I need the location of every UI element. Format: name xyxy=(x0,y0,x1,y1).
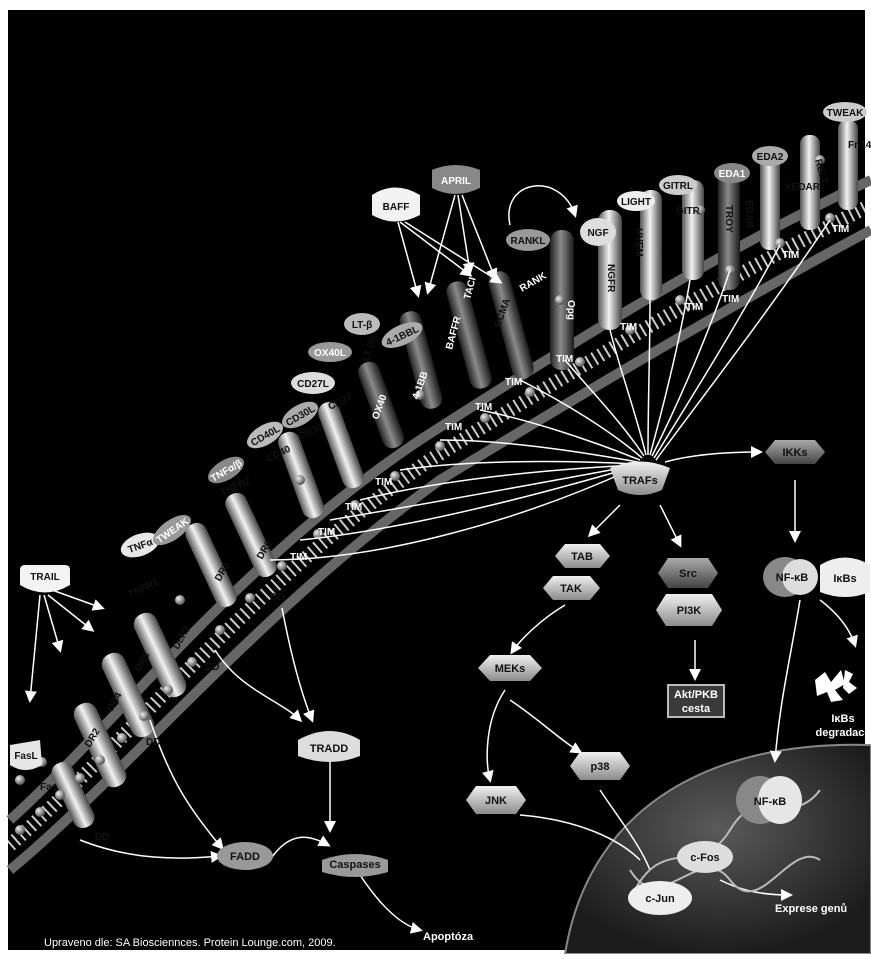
svg-text:GITRL: GITRL xyxy=(663,181,693,192)
svg-text:c-Jun: c-Jun xyxy=(645,893,675,905)
ligand-light: LIGHT xyxy=(617,191,655,211)
ligand-rankl: RANKL xyxy=(506,229,550,251)
node-tab: TAB xyxy=(555,544,610,568)
svg-text:TRAIL: TRAIL xyxy=(30,572,59,583)
node-tradd: TRADD xyxy=(298,731,360,762)
receptor-troy: TROY xyxy=(723,205,734,233)
svg-text:Akt/PKB: Akt/PKB xyxy=(674,689,718,701)
domain-dd: DD xyxy=(95,832,109,843)
node-fadd: FADD xyxy=(217,842,273,870)
svg-text:FasL: FasL xyxy=(14,751,37,762)
svg-text:p38: p38 xyxy=(591,761,610,773)
ligand-eda1: EDA1 xyxy=(714,163,750,183)
domain-tim: TIM xyxy=(345,502,362,513)
svg-text:RANKL: RANKL xyxy=(511,236,546,247)
ligand-cd27l: CD27L xyxy=(291,372,335,394)
svg-text:TRADD: TRADD xyxy=(310,743,349,755)
node-p38: p38 xyxy=(570,752,630,780)
node-akt-pathway: Akt/PKB cesta xyxy=(668,685,724,717)
ligand-tweak-right: TWEAK xyxy=(823,102,867,122)
svg-text:TAK: TAK xyxy=(560,583,582,595)
svg-text:OX40L: OX40L xyxy=(314,348,346,359)
svg-text:degradace: degradace xyxy=(815,727,870,739)
domain-tim: TIM xyxy=(375,477,392,488)
domain-dd: DD xyxy=(205,662,219,673)
svg-text:NGF: NGF xyxy=(587,228,608,239)
svg-text:Src: Src xyxy=(679,568,697,580)
svg-text:TAB: TAB xyxy=(571,551,593,563)
apoptosis-label: Apoptóza xyxy=(423,931,474,943)
svg-text:TRAFs: TRAFs xyxy=(622,475,657,487)
svg-text:JNK: JNK xyxy=(485,795,507,807)
svg-text:IKKs: IKKs xyxy=(782,447,807,459)
node-meks: MEKs xyxy=(478,655,542,681)
ligand-fasl: FasL xyxy=(10,740,42,770)
svg-text:IκBs: IκBs xyxy=(833,573,856,585)
svg-text:EDA2: EDA2 xyxy=(757,152,784,163)
domain-tim: TIM xyxy=(318,527,335,538)
domain-tim: TIM xyxy=(782,250,799,261)
ligand-trail: TRAIL xyxy=(20,565,70,593)
node-cjun: c-Jun xyxy=(628,881,692,915)
node-ikks: IKKs xyxy=(765,440,825,464)
node-tak: TAK xyxy=(543,576,600,600)
node-pi3k: PI3K xyxy=(656,594,722,626)
svg-text:c-Fos: c-Fos xyxy=(690,852,719,864)
node-jnk: JNK xyxy=(466,786,526,814)
receptor-xedar: XEDAR xyxy=(785,182,821,193)
node-ikbs: IκBs xyxy=(820,558,870,598)
receptor-edar: EDAR xyxy=(743,200,754,229)
source-caption: Upraveno dle: SA Biosciennces. Protein L… xyxy=(44,937,336,949)
node-src: Src xyxy=(658,558,718,588)
receptor-gitr: GITR xyxy=(676,206,701,217)
ligand-ox40l: OX40L xyxy=(308,342,352,362)
domain-tim: TIM xyxy=(475,402,492,413)
node-caspases: Caspases xyxy=(322,854,388,877)
svg-text:NF-κB: NF-κB xyxy=(776,572,808,584)
domain-tim: TIM xyxy=(722,294,739,305)
gene-expression-label: Exprese genů xyxy=(775,903,847,915)
svg-text:PI3K: PI3K xyxy=(677,605,702,617)
ligand-baff: BAFF xyxy=(372,188,420,222)
receptor-opg: Opg xyxy=(565,300,576,320)
node-nfkb: NF-κB xyxy=(763,557,818,597)
svg-text:Caspases: Caspases xyxy=(329,859,380,871)
ligand-april: APRIL xyxy=(432,165,480,194)
ligand-gitrl: GITRL xyxy=(659,175,697,195)
domain-tim: TIM xyxy=(445,422,462,433)
svg-text:cesta: cesta xyxy=(682,703,711,715)
receptor-fn14: Fn14 xyxy=(848,140,871,151)
domain-tim: TIM xyxy=(620,322,637,333)
node-trafs: TRAFs xyxy=(610,462,670,496)
domain-dd: DD xyxy=(146,737,160,748)
svg-text:APRIL: APRIL xyxy=(441,176,471,187)
receptor-fas: Fas xyxy=(40,782,58,793)
svg-text:MEKs: MEKs xyxy=(495,663,526,675)
svg-text:LT-β: LT-β xyxy=(352,320,372,331)
svg-text:TWEAK: TWEAK xyxy=(827,108,864,119)
node-cfos: c-Fos xyxy=(677,841,733,873)
domain-tim: TIM xyxy=(556,354,573,365)
domain-tim: TIM xyxy=(505,377,522,388)
svg-text:FADD: FADD xyxy=(230,851,260,863)
svg-text:CD27L: CD27L xyxy=(297,379,329,390)
receptor-hvem: HVEM xyxy=(633,228,644,257)
ligand-ngf: NGF xyxy=(580,218,616,246)
receptor-ngfr: NGFR xyxy=(605,264,616,293)
node-nfkb-nuclear: NF-κB xyxy=(736,776,802,824)
ligand-ltb: LT-β xyxy=(344,313,380,335)
svg-text:BAFF: BAFF xyxy=(383,202,410,213)
svg-text:EDA1: EDA1 xyxy=(719,169,746,180)
svg-text:LIGHT: LIGHT xyxy=(621,197,651,208)
domain-dd: DD xyxy=(270,592,284,603)
svg-text:IκBs: IκBs xyxy=(831,713,854,725)
domain-tim: TIM xyxy=(686,302,703,313)
domain-tim: TIM xyxy=(290,552,307,563)
domain-tim: TIM xyxy=(832,224,849,235)
ligand-eda2: EDA2 xyxy=(752,146,788,166)
svg-text:NF-κB: NF-κB xyxy=(754,796,786,808)
